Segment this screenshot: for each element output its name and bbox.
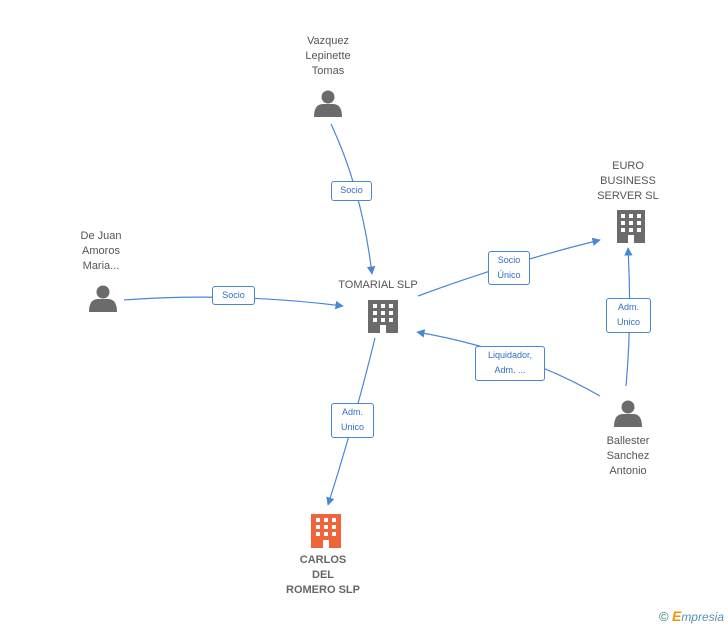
node-label-vazquez[interactable]: Vazquez Lepinette Tomas <box>305 35 351 77</box>
edge-label-dejuan-tomarial: Socio <box>212 286 255 305</box>
node-label-euro[interactable]: EURO BUSINESS SERVER SL <box>597 160 659 202</box>
node-label-ballester[interactable]: Ballester Sanchez Antonio <box>606 435 650 477</box>
node-label-tomarial[interactable]: TOMARIAL SLP <box>338 279 418 291</box>
building-icon[interactable] <box>368 300 398 333</box>
building-icon[interactable] <box>617 210 645 243</box>
node-label-dejuan[interactable]: De Juan Amoros Maria... <box>80 230 122 272</box>
edge-label-tomarial-euro: Socio Único <box>488 251 530 285</box>
brand-logo-letter: E <box>671 608 682 624</box>
edge-label-vazquez-tomarial: Socio <box>331 181 372 201</box>
building-icon-target[interactable] <box>311 514 341 548</box>
edge-label-ballester-euro: Adm. Unico <box>606 298 651 333</box>
footer-brand: © Empresia <box>659 608 724 624</box>
node-label-carlos[interactable]: CARLOS DEL ROMERO SLP <box>286 554 360 596</box>
edge-label-tomarial-carlos: Adm. Unico <box>331 403 374 438</box>
edge-label-ballester-tomarial: Liquidador, Adm. ... <box>475 346 545 381</box>
brand-name: mpresia <box>681 610 724 624</box>
person-icon[interactable] <box>314 90 342 118</box>
person-icon[interactable] <box>89 285 117 313</box>
person-icon[interactable] <box>614 400 642 428</box>
copyright-icon: © <box>659 609 669 624</box>
